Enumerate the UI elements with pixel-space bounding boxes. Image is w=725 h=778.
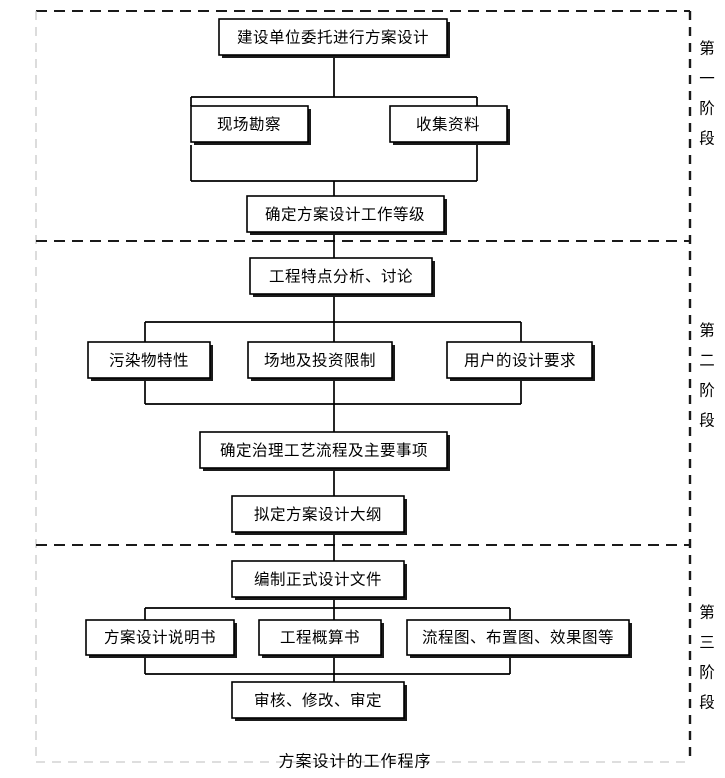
connectors-stage-2 (144, 294, 522, 561)
node-n6-label: 污染物特性 (109, 352, 189, 370)
stage-3-char-2: 阶 (699, 664, 715, 682)
stage-3-char-3: 段 (699, 694, 715, 712)
node-n11[interactable]: 编制正式设计文件 (231, 560, 407, 600)
diagram-caption: 方案设计的工作程序 (278, 752, 431, 771)
stage-1-char-3: 段 (699, 130, 715, 148)
node-n12[interactable]: 方案设计说明书 (85, 619, 237, 658)
node-n10-label: 拟定方案设计大纲 (254, 506, 382, 524)
stage-3-char-1: 三 (699, 634, 715, 652)
node-n2-label: 现场勘察 (217, 116, 281, 134)
node-n7-label: 场地及投资限制 (264, 352, 376, 370)
stage-1-char-0: 第 (699, 40, 715, 58)
node-n14-label: 流程图、布置图、效果图等 (422, 629, 614, 647)
node-n10[interactable]: 拟定方案设计大纲 (231, 495, 407, 535)
node-n6[interactable]: 污染物特性 (87, 341, 213, 381)
node-n2[interactable]: 现场勘察 (190, 105, 311, 145)
stage-2-char-2: 阶 (699, 382, 715, 400)
node-n9-label: 确定治理工艺流程及主要事项 (220, 442, 428, 460)
node-n15[interactable]: 审核、修改、审定 (231, 681, 407, 721)
stage-1-char-2: 阶 (699, 100, 715, 118)
node-n14[interactable]: 流程图、布置图、效果图等 (406, 619, 632, 658)
stage-2-char-1: 二 (699, 352, 715, 370)
node-n3[interactable]: 收集资料 (389, 105, 510, 145)
stage-1-char-1: 一 (699, 70, 715, 88)
node-n5[interactable]: 工程特点分析、讨论 (249, 257, 435, 297)
node-n15-label: 审核、修改、审定 (254, 692, 382, 710)
stage-3-char-0: 第 (699, 604, 715, 622)
stage-label-1: 第 一 阶 段 (699, 40, 715, 148)
node-n1-label: 建设单位委托进行方案设计 (237, 29, 429, 47)
stage-label-3: 第 三 阶 段 (699, 604, 715, 712)
node-n8[interactable]: 用户的设计要求 (446, 341, 595, 381)
stage-2-char-0: 第 (699, 322, 715, 340)
node-n8-label: 用户的设计要求 (464, 352, 576, 370)
node-n13-label: 工程概算书 (280, 628, 360, 647)
node-n3-label: 收集资料 (416, 116, 480, 134)
node-n5-label: 工程特点分析、讨论 (269, 268, 413, 286)
node-n7[interactable]: 场地及投资限制 (247, 341, 395, 381)
node-n11-label: 编制正式设计文件 (254, 571, 382, 589)
node-n9[interactable]: 确定治理工艺流程及主要事项 (199, 431, 450, 471)
stage-2-char-3: 段 (699, 412, 715, 430)
node-n12-label: 方案设计说明书 (104, 629, 216, 647)
node-n4[interactable]: 确定方案设计工作等级 (246, 195, 447, 235)
node-n13[interactable]: 工程概算书 (258, 619, 384, 658)
node-n4-label: 确定方案设计工作等级 (265, 206, 425, 224)
stage-label-2: 第 二 阶 段 (699, 322, 715, 430)
node-n1[interactable]: 建设单位委托进行方案设计 (218, 18, 450, 58)
connectors-stage-1 (190, 56, 478, 196)
